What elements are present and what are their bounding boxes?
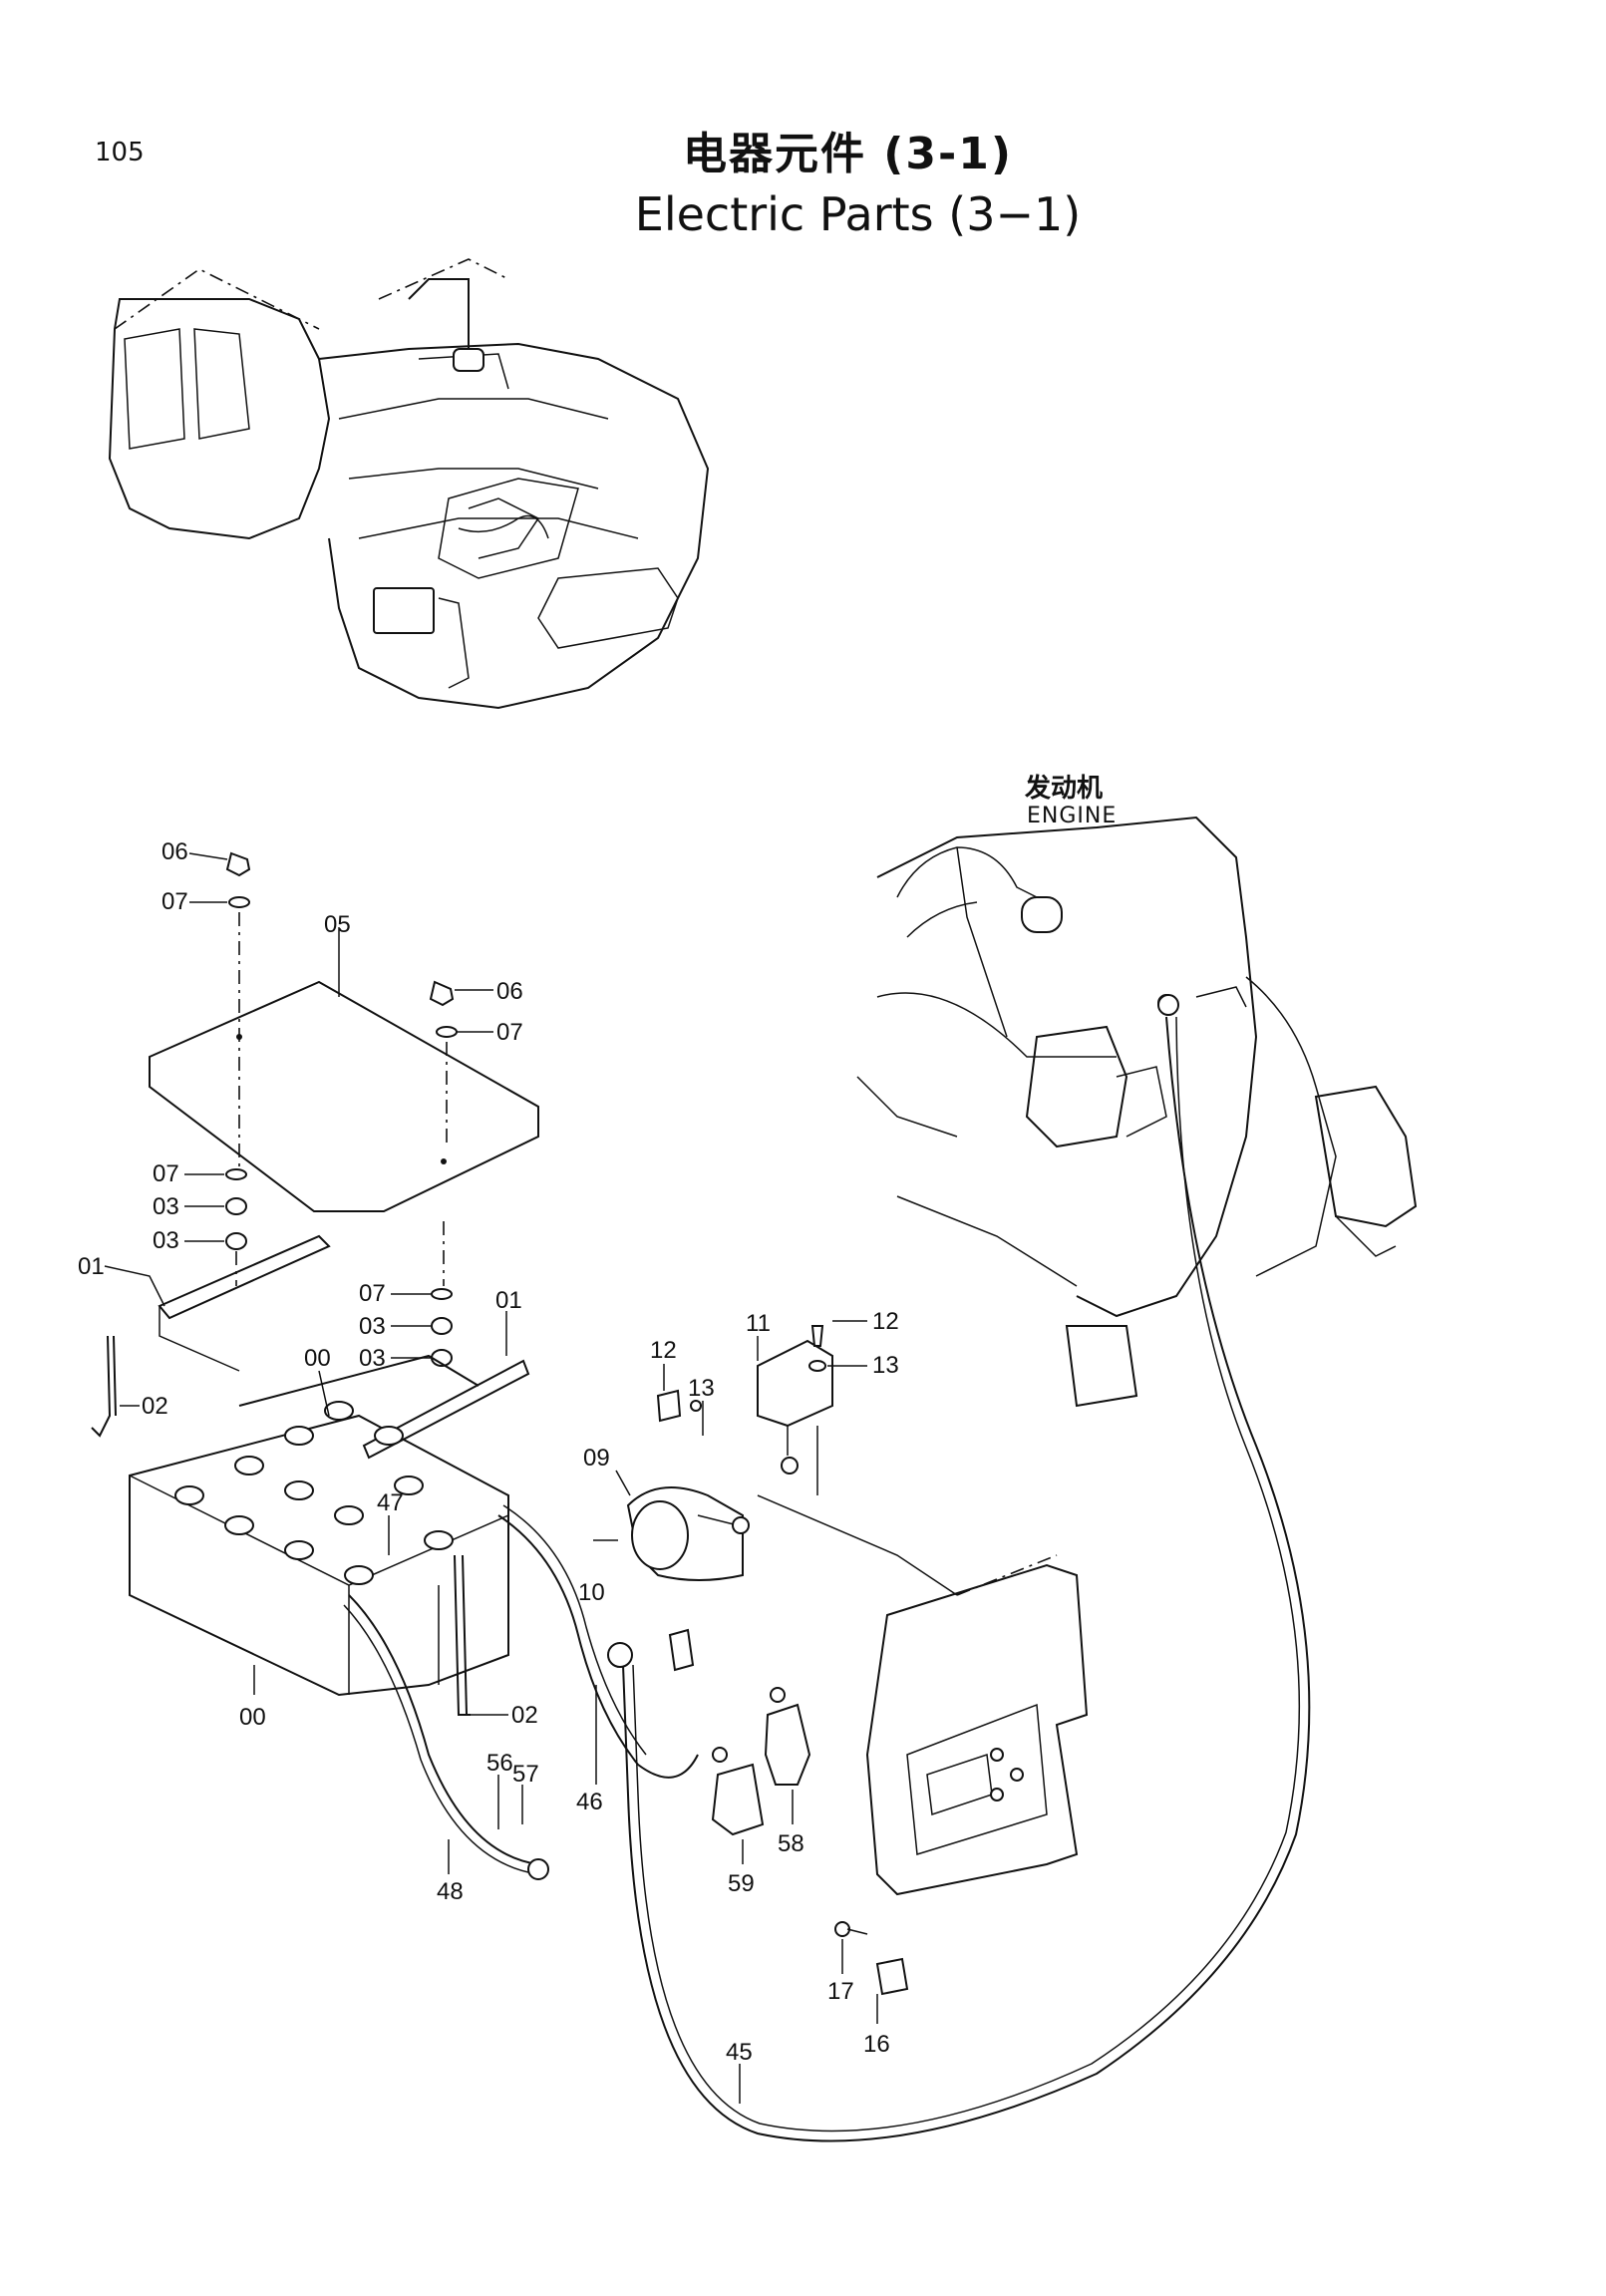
callout-13: 13 xyxy=(872,1352,899,1379)
engine-drawing xyxy=(856,816,1418,1408)
cables-drawing xyxy=(343,994,1311,2142)
callout-13: 13 xyxy=(688,1375,715,1402)
callout-numbers: 06 07 05 06 07 07 03 03 01 02 07 03 03 0… xyxy=(78,838,899,2066)
callout-02: 02 xyxy=(142,1393,168,1420)
callout-16: 16 xyxy=(863,2031,890,2058)
mounting-frame-drawing xyxy=(757,1426,1089,1896)
relays-drawing xyxy=(668,1628,909,1996)
page-number: 105 xyxy=(95,138,145,167)
callout-07: 07 xyxy=(161,888,188,915)
callout-07: 07 xyxy=(496,1019,523,1046)
callout-58: 58 xyxy=(778,1830,804,1857)
callout-07: 07 xyxy=(359,1280,386,1307)
callout-57: 57 xyxy=(512,1761,539,1788)
callout-09: 09 xyxy=(583,1445,610,1472)
excavator-overview-drawing xyxy=(108,258,710,710)
callout-17: 17 xyxy=(827,1978,854,2005)
callout-59: 59 xyxy=(728,1870,755,1897)
battery-clamps xyxy=(91,1234,530,1716)
engine-label-english: ENGINE xyxy=(1027,804,1118,828)
battery-relay-drawing xyxy=(626,1325,833,1581)
callout-56: 56 xyxy=(486,1750,513,1777)
callout-05: 05 xyxy=(324,911,351,938)
batteries-drawing xyxy=(129,1354,509,1697)
callout-12: 12 xyxy=(872,1308,899,1335)
callout-03: 03 xyxy=(153,1193,179,1220)
callout-02: 02 xyxy=(511,1702,538,1729)
title-chinese: 电器元件 (3-1) xyxy=(682,129,1014,179)
callout-11: 11 xyxy=(746,1310,771,1337)
callout-06: 06 xyxy=(496,978,523,1005)
callout-12: 12 xyxy=(650,1337,677,1364)
callout-00: 00 xyxy=(239,1704,266,1731)
callout-03: 03 xyxy=(359,1313,386,1340)
hardware-left-stack xyxy=(225,851,251,1286)
callout-45: 45 xyxy=(726,2039,753,2066)
leader-lines xyxy=(104,852,878,2104)
engine-label-chinese: 发动机 xyxy=(1025,774,1104,804)
callout-03: 03 xyxy=(359,1345,386,1372)
callout-01: 01 xyxy=(78,1253,105,1280)
callout-46: 46 xyxy=(576,1789,603,1815)
callout-47: 47 xyxy=(377,1489,404,1516)
hardware-right-stack xyxy=(429,980,458,1367)
callout-03: 03 xyxy=(153,1227,179,1254)
title-english: Electric Parts (3−1) xyxy=(634,187,1082,241)
callout-06: 06 xyxy=(161,838,188,865)
callout-00: 00 xyxy=(304,1345,331,1372)
callout-48: 48 xyxy=(437,1878,464,1905)
callout-07: 07 xyxy=(153,1160,179,1187)
battery-cover-drawing xyxy=(149,980,539,1212)
callout-01: 01 xyxy=(495,1287,522,1314)
callout-10: 10 xyxy=(578,1579,605,1606)
